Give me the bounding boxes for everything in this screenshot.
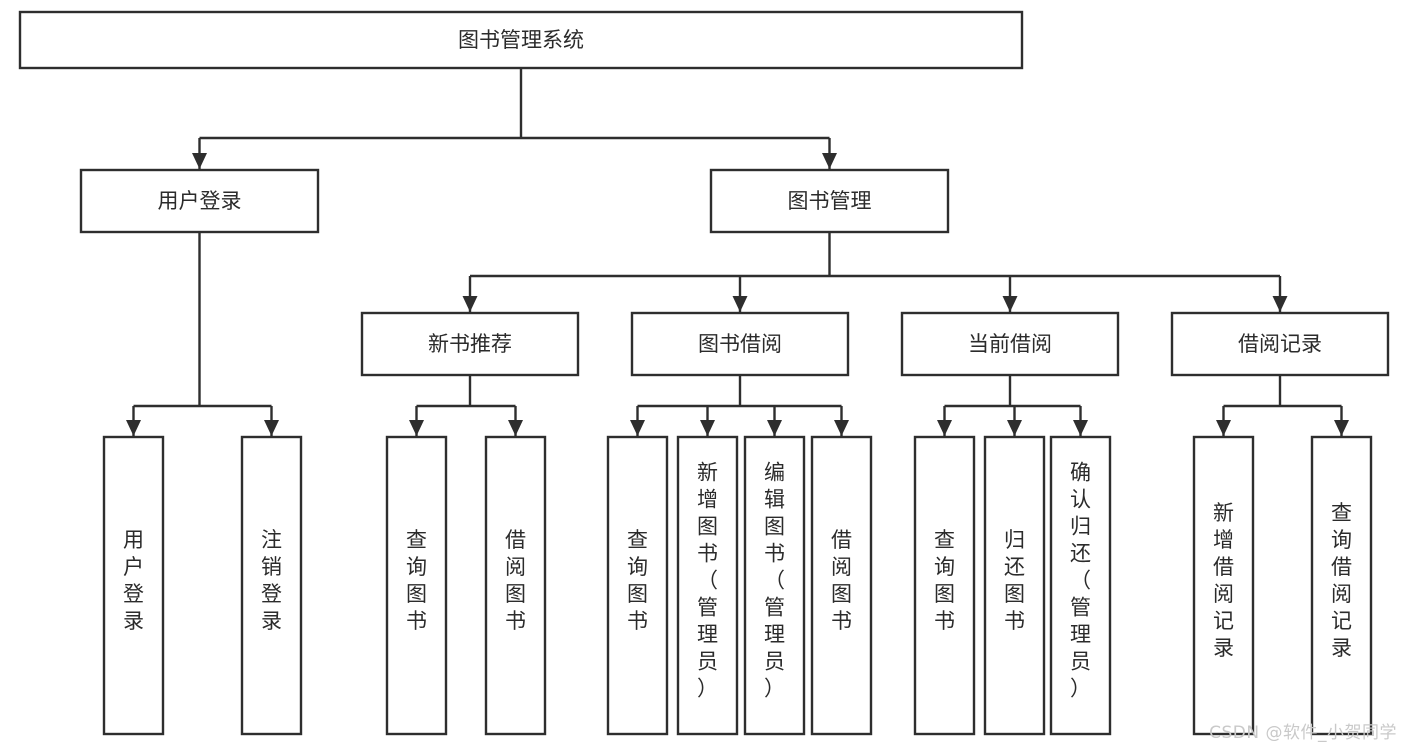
node-l2-新书推荐[interactable]: 新书推荐: [360, 311, 580, 377]
node-l2-当前借阅-label: 当前借阅: [968, 332, 1052, 356]
node-root-图书管理系统-label: 图书管理系统: [458, 28, 584, 52]
node-leaf-9-归还图书-label: 归还图书: [1004, 528, 1025, 633]
arrow-head-icon: [508, 420, 523, 436]
node-leaf-7-借阅图书-label: 借阅图书: [831, 528, 852, 633]
node-l1-图书管理-label: 图书管理: [788, 189, 872, 213]
arrow-head-icon: [630, 420, 645, 436]
connector-lines: [126, 68, 1349, 436]
node-leaf-6-编辑图书管理员[interactable]: 编辑图书（管理员）: [743, 435, 806, 736]
arrow-head-icon: [1073, 420, 1088, 436]
arrow-head-icon: [126, 420, 141, 436]
arrow-head-icon: [462, 296, 478, 312]
arrow-head-icon: [1272, 296, 1288, 312]
node-leaf-3-借阅图书[interactable]: 借阅图书: [484, 435, 547, 736]
arrow-head-icon: [1002, 296, 1018, 312]
arrow-head-icon: [700, 420, 715, 436]
node-leaf-1-注销登录-label: 注销登录: [261, 528, 282, 633]
node-leaf-4-查询图书-label: 查询图书: [627, 528, 648, 633]
node-boxes: 图书管理系统用户登录图书管理新书推荐图书借阅当前借阅借阅记录用户登录注销登录查询…: [18, 10, 1390, 736]
node-l1-图书管理[interactable]: 图书管理: [709, 168, 950, 234]
node-leaf-0-用户登录[interactable]: 用户登录: [102, 435, 165, 736]
arrow-head-icon: [1216, 420, 1231, 436]
node-leaf-1-注销登录[interactable]: 注销登录: [240, 435, 303, 736]
node-leaf-2-查询图书[interactable]: 查询图书: [385, 435, 448, 736]
node-l2-新书推荐-label: 新书推荐: [428, 332, 512, 356]
node-leaf-4-查询图书[interactable]: 查询图书: [606, 435, 669, 736]
node-leaf-12-查询借阅记录[interactable]: 查询借阅记录: [1310, 435, 1373, 736]
node-leaf-8-查询图书[interactable]: 查询图书: [913, 435, 976, 736]
arrow-head-icon: [732, 296, 748, 312]
node-leaf-11-新增借阅记录[interactable]: 新增借阅记录: [1192, 435, 1255, 736]
node-leaf-7-借阅图书[interactable]: 借阅图书: [810, 435, 873, 736]
arrow-head-icon: [264, 420, 279, 436]
node-l1-用户登录[interactable]: 用户登录: [79, 168, 320, 234]
node-leaf-5-新增图书管理员[interactable]: 新增图书（管理员）: [676, 435, 739, 736]
arrow-head-icon: [1007, 420, 1022, 436]
arrow-head-icon: [937, 420, 952, 436]
node-l2-图书借阅-label: 图书借阅: [698, 332, 782, 356]
node-l2-当前借阅[interactable]: 当前借阅: [900, 311, 1120, 377]
node-leaf-10-确认归还管理员[interactable]: 确认归还（管理员）: [1049, 435, 1112, 736]
node-leaf-2-查询图书-label: 查询图书: [406, 528, 427, 633]
node-l1-用户登录-label: 用户登录: [158, 189, 242, 213]
node-leaf-9-归还图书[interactable]: 归还图书: [983, 435, 1046, 736]
node-leaf-12-查询借阅记录-label: 查询借阅记录: [1331, 501, 1352, 660]
node-leaf-10-确认归还管理员-label: 确认归还（管理员）: [1070, 461, 1091, 701]
arrow-head-icon: [834, 420, 849, 436]
node-l2-图书借阅[interactable]: 图书借阅: [630, 311, 850, 377]
node-l2-借阅记录[interactable]: 借阅记录: [1170, 311, 1390, 377]
node-root-图书管理系统[interactable]: 图书管理系统: [18, 10, 1024, 70]
node-leaf-3-借阅图书-label: 借阅图书: [505, 528, 526, 633]
arrow-head-icon: [409, 420, 424, 436]
node-leaf-0-用户登录-label: 用户登录: [123, 528, 144, 633]
arrow-head-icon: [1334, 420, 1349, 436]
node-leaf-5-新增图书管理员-label: 新增图书（管理员）: [697, 461, 718, 701]
node-leaf-6-编辑图书管理员-label: 编辑图书（管理员）: [764, 461, 785, 701]
csdn-watermark: CSDN @软件_小贺同学: [1209, 723, 1397, 743]
node-leaf-11-新增借阅记录-label: 新增借阅记录: [1213, 501, 1234, 660]
arrow-head-icon: [767, 420, 782, 436]
node-leaf-8-查询图书-label: 查询图书: [934, 528, 955, 633]
node-l2-借阅记录-label: 借阅记录: [1238, 332, 1322, 356]
arrow-head-icon: [192, 153, 207, 169]
arrow-head-icon: [822, 153, 837, 169]
